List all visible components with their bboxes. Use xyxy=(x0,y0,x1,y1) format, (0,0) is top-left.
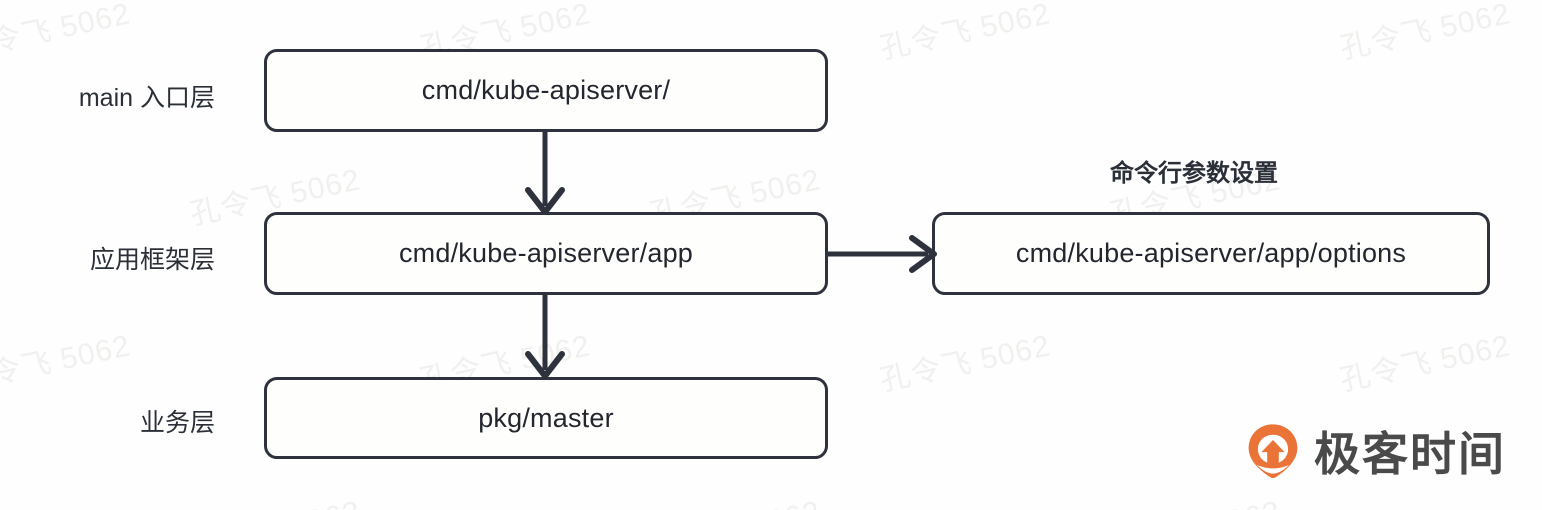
arrow-app-to-master xyxy=(525,294,565,379)
node-box-cmd-kube-apiserver-app-options[interactable]: cmd/kube-apiserver/app/options xyxy=(932,212,1490,295)
row-label-business: 业务层 xyxy=(139,409,215,437)
brand-logo: 极客时间 xyxy=(1244,418,1506,484)
node-box-cmd-kube-apiserver-app[interactable]: cmd/kube-apiserver/app xyxy=(264,212,828,295)
node-box-pkg-master[interactable]: pkg/master xyxy=(264,377,828,459)
row-label-app-framework: 应用框架层 xyxy=(89,246,215,274)
caption-command-line-params: 命令行参数设置 xyxy=(1110,160,1278,187)
row-label-main-entry: main 入口层 xyxy=(78,84,215,112)
node-box-cmd-kube-apiserver[interactable]: cmd/kube-apiserver/ xyxy=(264,49,828,132)
arrow-entry-to-app xyxy=(525,130,565,215)
brand-name: 极客时间 xyxy=(1314,428,1506,480)
geektime-logo-icon xyxy=(1248,424,1298,478)
arrow-app-to-options xyxy=(828,235,937,273)
